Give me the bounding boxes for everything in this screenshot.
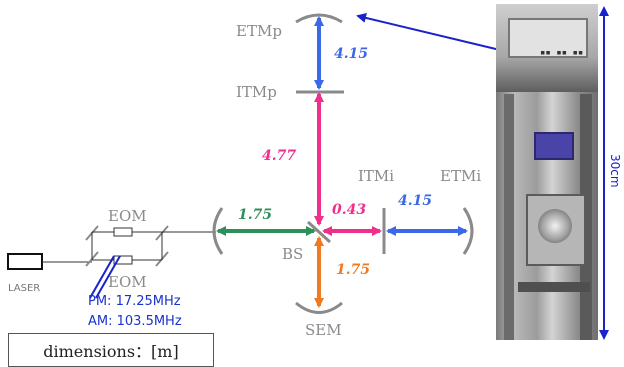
- eom-top-crystal: [113, 227, 133, 237]
- itmi-label: ITMi: [358, 167, 394, 185]
- photo-scale-label: 30cm: [608, 154, 622, 188]
- dimensions-unit-label: dimensions：[m]: [43, 342, 179, 361]
- etmp-label: ETMp: [236, 22, 282, 40]
- dimensions-unit-box: dimensions：[m]: [8, 333, 214, 367]
- photo-clamp-holes: ▪▪ ▪▪ ▪▪: [540, 48, 584, 58]
- photo-right-rail: [580, 94, 592, 340]
- photo-top-frame: ▪▪ ▪▪ ▪▪: [496, 4, 598, 92]
- suspended-mirror-photo: ▪▪ ▪▪ ▪▪: [496, 4, 598, 340]
- bs-sem-distance: 1.75: [336, 262, 370, 278]
- etmp-itmp-distance: 4.15: [334, 46, 368, 62]
- photo-clamp: ▪▪ ▪▪ ▪▪: [508, 18, 588, 58]
- eom-bottom-crystal: [113, 255, 133, 265]
- beam-splitter: [306, 220, 332, 244]
- pm-pointer-line: [89, 255, 115, 299]
- input-mirror: [212, 207, 224, 255]
- itmp-bs-distance: 4.77: [262, 148, 296, 164]
- eom-bottom-label: EOM: [108, 273, 147, 291]
- photo-base-bar: [518, 282, 590, 292]
- pm-frequency-label: PM: 17.25MHz: [88, 294, 181, 309]
- am-frequency-label: AM: 103.5MHz: [88, 314, 182, 329]
- etmi-label: ETMi: [440, 167, 481, 185]
- bs-label: BS: [282, 245, 303, 263]
- laser-label: LASER: [8, 283, 40, 294]
- am-pointer-line: [95, 255, 121, 299]
- laser-box: [7, 253, 43, 270]
- itmi-etmi-distance: 4.15: [398, 193, 432, 209]
- eom-top-label: EOM: [108, 207, 147, 225]
- etmp-to-photo-pointer: [356, 13, 501, 51]
- etmi-mirror: [462, 207, 474, 255]
- photo-magnet-holder: [534, 132, 574, 160]
- photo-mirror-optic: [538, 209, 572, 243]
- etmp-mirror: [295, 13, 343, 24]
- input-to-bs-distance: 1.75: [238, 207, 272, 223]
- itmp-label: ITMp: [236, 83, 277, 101]
- sem-label: SEM: [305, 321, 342, 339]
- photo-left-rail: [504, 94, 514, 340]
- bs-itmi-distance: 0.43: [332, 202, 366, 218]
- sem-mirror: [295, 301, 343, 314]
